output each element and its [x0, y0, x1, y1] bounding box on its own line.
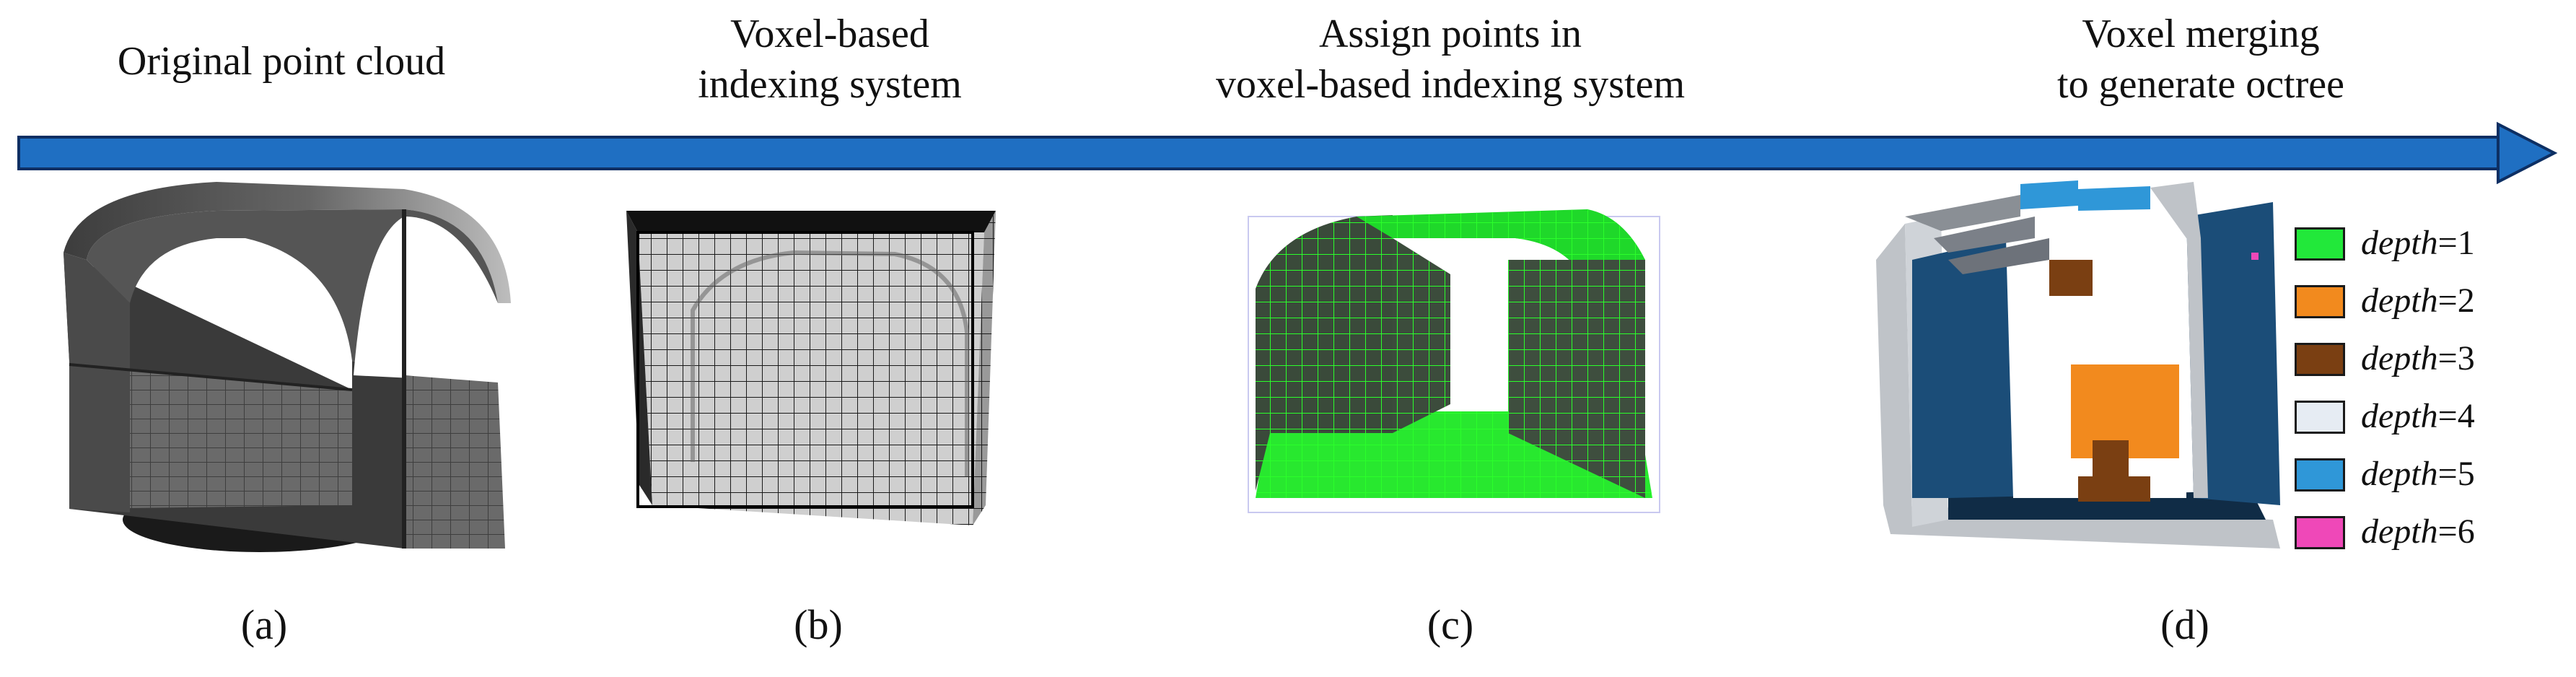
- caption-d: (d): [2160, 601, 2209, 648]
- stage-title-assign-points: Assign points in voxel-based indexing sy…: [1215, 12, 1686, 107]
- legend-label: depth=6: [2361, 512, 2475, 551]
- voxel-grid-cube: [626, 211, 996, 525]
- stage-title-voxel-indexing: Voxel-based indexing system: [698, 12, 962, 107]
- legend-item-depth-1: depth=1: [2295, 219, 2554, 276]
- legend-swatch: [2295, 516, 2345, 549]
- original-point-cloud-image: [63, 182, 511, 552]
- legend-label: depth=5: [2361, 455, 2475, 493]
- legend-item-depth-4: depth=4: [2295, 392, 2554, 450]
- stage-title-voxel-merging: Voxel merging to generate octree: [2057, 12, 2344, 107]
- legend-item-depth-2: depth=2: [2295, 276, 2554, 334]
- depth-legend: depth=1 depth=2 depth=3 depth=4 depth=5 …: [2295, 219, 2554, 565]
- legend-label: depth=3: [2361, 339, 2475, 377]
- legend-swatch: [2295, 285, 2345, 318]
- legend-swatch: [2295, 458, 2345, 492]
- timeline-arrow: [17, 121, 2558, 185]
- legend-item-depth-6: depth=6: [2295, 507, 2554, 565]
- caption-b: (b): [794, 601, 843, 648]
- legend-item-depth-3: depth=3: [2295, 334, 2554, 392]
- legend-swatch: [2295, 343, 2345, 376]
- legend-swatch: [2295, 227, 2345, 261]
- stage-title-original-point-cloud: Original point cloud: [117, 39, 446, 84]
- caption-a: (a): [240, 601, 288, 648]
- legend-swatch: [2295, 401, 2345, 434]
- legend-label: depth=4: [2361, 397, 2475, 435]
- octree-model: [1876, 180, 2280, 549]
- caption-c: (c): [1427, 601, 1474, 648]
- legend-label: depth=1: [2361, 224, 2475, 262]
- legend-label: depth=2: [2361, 281, 2475, 320]
- legend-item-depth-5: depth=5: [2295, 450, 2554, 507]
- assigned-voxel-grid: [1248, 209, 1660, 513]
